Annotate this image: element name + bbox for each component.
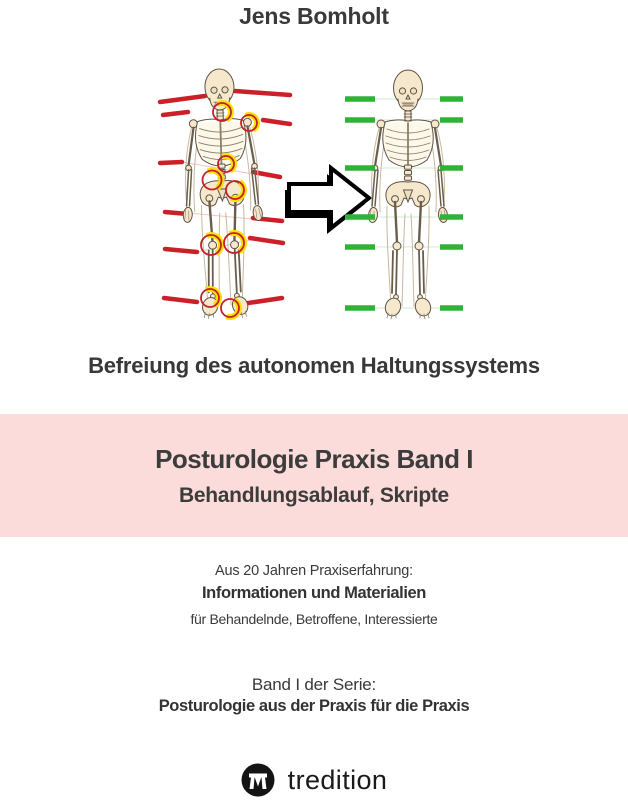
info-line-experience: Aus 20 Jahren Praxiserfahrung: [215, 563, 413, 579]
author-name: Jens Bomholt [239, 3, 389, 29]
tagline: Befreiung des autonomen Haltungssystems [88, 353, 540, 378]
tredition-logo-icon [241, 763, 275, 797]
info-line-materials: Informationen und Materialien [201, 584, 426, 602]
misaligned-skeleton-figure [157, 66, 293, 321]
joint-highlights [198, 100, 260, 320]
title-band: Posturologie Praxis Band I Behandlungsab… [0, 414, 628, 537]
posture-illustration [0, 0, 628, 340]
aligned-skeleton-figure [345, 68, 463, 321]
series-label: Band I der Serie: [251, 675, 377, 694]
series-title: Posturologie aus der Praxis für die Prax… [158, 697, 470, 715]
publisher-logo: tredition [0, 761, 628, 799]
info-line-audience: für Behandelnde, Betroffene, Interessier… [190, 611, 438, 627]
level-lines [345, 96, 463, 311]
publisher-name: tredition [287, 764, 388, 795]
book-subtitle: Behandlungsablauf, Skripte [179, 483, 449, 507]
book-title: Posturologie Praxis Band I [155, 443, 473, 474]
